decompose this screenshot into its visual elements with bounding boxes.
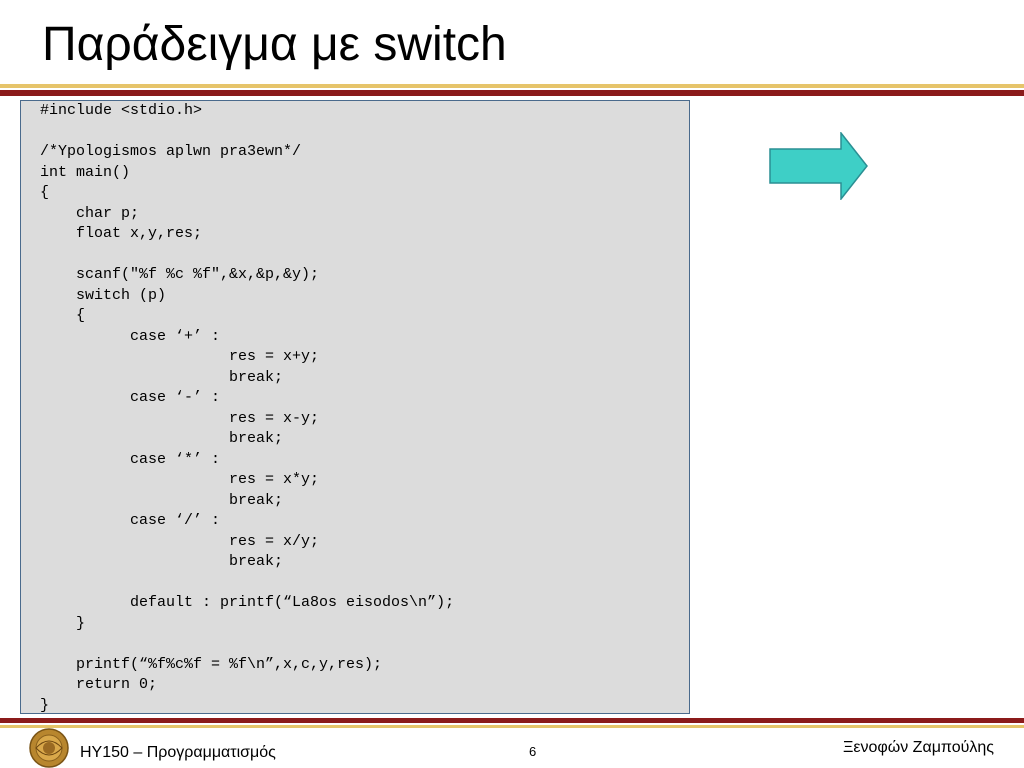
footer-page-number: 6 — [529, 744, 537, 759]
slide-title: Παράδειγμα με switch — [42, 18, 507, 71]
header-red-rule — [0, 90, 1024, 96]
footer-gold-rule — [0, 725, 1024, 728]
header-gold-rule — [0, 84, 1024, 88]
footer-red-rule — [0, 718, 1024, 723]
university-seal-icon — [29, 728, 69, 768]
code-block: #include <stdio.h> /*Ypologismos aplwn p… — [20, 100, 690, 714]
right-arrow-icon — [769, 132, 868, 200]
footer-author: Ξενοφών Ζαμπούλης — [842, 739, 994, 756]
code-listing: #include <stdio.h> /*Ypologismos aplwn p… — [40, 102, 455, 714]
footer-course-name: HY150 – Προγραμματισμός — [80, 744, 276, 761]
